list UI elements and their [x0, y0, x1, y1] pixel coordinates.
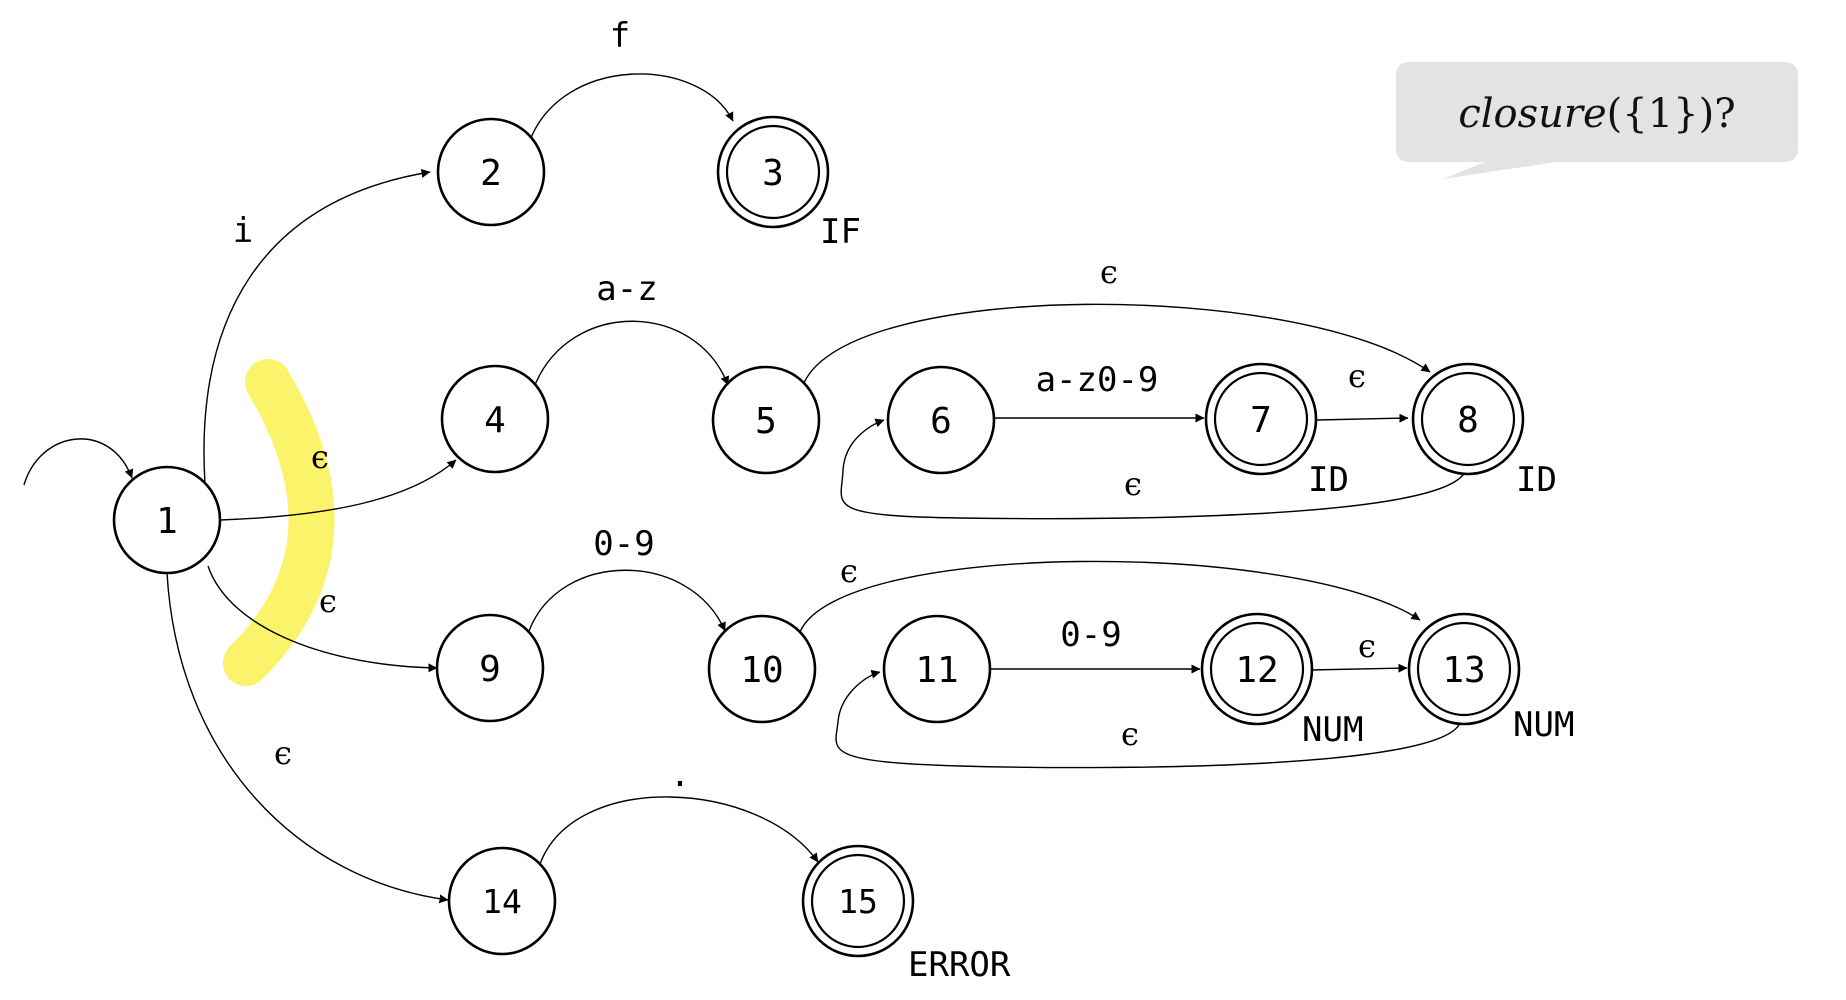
state-9: 9: [435, 613, 545, 723]
states: 1 2 3 4 5 6 7 8: [112, 115, 1525, 958]
token-label-3: IF: [820, 212, 861, 252]
token-label-15: ERROR: [908, 945, 1011, 985]
edge-label-14-15: .: [670, 755, 690, 795]
edge-1-4: [219, 459, 457, 521]
edge-label-11-12: 0-9: [1060, 615, 1121, 655]
edge-5-8: [803, 303, 1431, 384]
state-7: 7: [1204, 362, 1318, 476]
state-label-12: 12: [1235, 650, 1278, 691]
state-4: 4: [440, 364, 550, 474]
state-2: 2: [436, 117, 546, 227]
edge-9-10: [528, 569, 726, 632]
state-13: 13: [1407, 612, 1521, 726]
edge-label-2-3: f: [610, 16, 630, 56]
edge-8-6: [840, 418, 1466, 520]
state-5: 5: [711, 365, 821, 475]
edge-label-4-5: a-z: [596, 269, 657, 309]
edge-label-13-11: ϵ: [1121, 715, 1139, 753]
state-label-14: 14: [482, 882, 522, 921]
state-label-10: 10: [740, 650, 783, 691]
state-label-7: 7: [1250, 400, 1272, 441]
token-label-7: ID: [1308, 460, 1349, 500]
edge-13-11: [835, 669, 1461, 769]
transitions: [23, 73, 1466, 904]
state-label-8: 8: [1457, 400, 1479, 441]
edge-label-1-14: ϵ: [274, 734, 292, 772]
state-label-1: 1: [156, 501, 178, 542]
token-labels: IF ID ID NUM NUM ERROR: [820, 212, 1574, 985]
state-label-15: 15: [838, 882, 878, 921]
edge-label-1-9: ϵ: [319, 582, 337, 620]
callout-text: closure({1})?: [1458, 91, 1735, 137]
edge-label-6-7: a-z0-9: [1036, 360, 1159, 400]
edge-1-9: [207, 565, 438, 673]
edge-label-1-4: ϵ: [311, 438, 329, 476]
state-1: 1: [112, 465, 222, 575]
closure-callout: closure({1})?: [1396, 62, 1798, 179]
edge-1-2: [203, 168, 431, 485]
state-label-6: 6: [930, 401, 952, 442]
state-11: 11: [882, 614, 992, 724]
token-label-12: NUM: [1302, 710, 1363, 750]
edge-4-5: [534, 320, 730, 386]
state-label-4: 4: [484, 400, 506, 441]
state-label-11: 11: [915, 650, 958, 691]
edge-label-5-8: ϵ: [1100, 253, 1118, 291]
callout-bubble: [1396, 62, 1798, 179]
state-label-2: 2: [480, 153, 502, 194]
edge-2-3: [528, 73, 734, 144]
edge-14-15: [539, 796, 819, 865]
edge-12-13: [1309, 663, 1408, 673]
state-14: 14: [447, 846, 557, 956]
edge-label-10-13: ϵ: [840, 552, 858, 590]
edge-label-7-8: ϵ: [1348, 357, 1366, 395]
edge-10-13: [799, 560, 1421, 633]
state-10: 10: [707, 614, 817, 724]
state-label-9: 9: [479, 649, 501, 690]
token-label-13: NUM: [1513, 705, 1574, 745]
state-15: 15: [801, 844, 915, 958]
edge-label-12-13: ϵ: [1358, 627, 1376, 665]
token-label-8: ID: [1516, 460, 1557, 500]
state-12: 12: [1200, 612, 1314, 726]
state-8: 8: [1411, 362, 1525, 476]
transition-labels: i ϵ ϵ ϵ f a-z ϵ a-z0-9 ϵ ϵ 0-9 ϵ 0-9 ϵ ϵ…: [233, 16, 1376, 795]
edge-1-14: [166, 572, 449, 904]
edge-7-8: [1316, 413, 1409, 423]
state-label-5: 5: [755, 401, 777, 442]
state-3: 3: [716, 115, 830, 229]
edge-label-8-6: ϵ: [1124, 465, 1142, 503]
state-label-13: 13: [1442, 650, 1485, 691]
edge-label-1-2: i: [233, 211, 253, 251]
start-arrow: [23, 438, 134, 486]
edge-label-9-10: 0-9: [593, 524, 654, 564]
state-6: 6: [886, 365, 996, 475]
epsilon-highlight: [223, 359, 335, 686]
state-label-3: 3: [762, 153, 784, 194]
